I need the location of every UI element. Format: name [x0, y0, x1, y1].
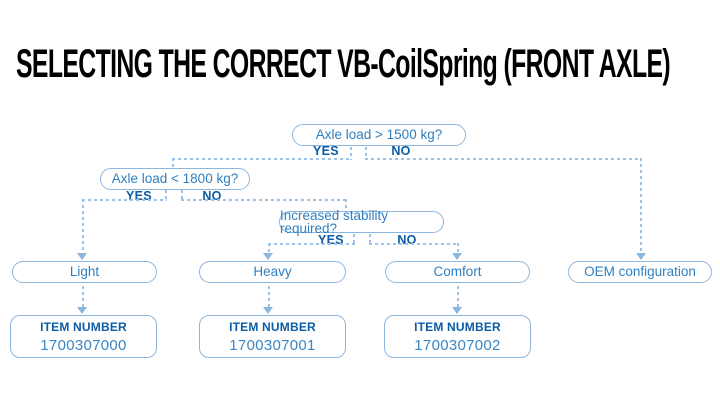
connector-d2-yes-horizontal: [82, 199, 167, 201]
connector-d2-yes-stub: [165, 190, 167, 201]
outcome-oem-configuration: OEM configuration: [568, 261, 712, 283]
connector-d2-no-horizontal: [181, 199, 346, 201]
item-number-box-heavy: ITEM NUMBER 1700307001: [199, 315, 346, 358]
item-number-value: 1700307002: [414, 336, 501, 354]
outcome-light: Light: [12, 261, 157, 283]
connector-d1-no-horizontal: [365, 158, 642, 160]
decision-axle-load-1800-text: Axle load < 1800 kg?: [111, 171, 239, 187]
connector-d1-yes-to-d2: [172, 158, 174, 168]
connector-d3-yes-vertical: [268, 243, 270, 253]
connector-d1-yes-stub: [350, 147, 352, 160]
connector-d2-no-to-d3: [345, 199, 347, 211]
connector-d2-yes-vertical: [82, 199, 84, 253]
arrow-down-icon: [452, 307, 462, 314]
outcome-comfort-label: Comfort: [433, 264, 482, 280]
decision-1-no-label: NO: [391, 144, 411, 158]
decision-1-yes-label: YES: [313, 144, 339, 158]
outcome-oem-configuration-label: OEM configuration: [584, 264, 696, 280]
connector-d3-no-vertical: [457, 243, 459, 253]
arrow-down-icon: [636, 253, 646, 260]
connector-d1-no-vertical: [640, 158, 642, 253]
connector-d1-no-stub: [365, 147, 367, 160]
connector-d3-no-horizontal: [369, 243, 458, 245]
decision-increased-stability: Increased stability required?: [279, 207, 444, 236]
page-title: SELECTING THE CORRECT VB-CoilSpring (FRO…: [16, 42, 671, 86]
connector-d3-yes-stub: [353, 234, 355, 244]
outcome-comfort: Comfort: [385, 261, 530, 283]
item-number-value: 1700307000: [40, 336, 127, 354]
decision-axle-load-1500-text: Axle load > 1500 kg?: [315, 127, 443, 143]
outcome-heavy-label: Heavy: [253, 264, 292, 280]
connector-d1-yes-horizontal: [172, 158, 352, 160]
connector-d2-no-stub: [181, 190, 183, 201]
decision-axle-load-1800: Axle load < 1800 kg?: [100, 168, 250, 190]
arrow-down-icon: [452, 253, 462, 260]
arrow-down-icon: [77, 307, 87, 314]
connector-light-to-item: [82, 286, 84, 307]
item-number-label: ITEM NUMBER: [229, 319, 316, 334]
item-number-label: ITEM NUMBER: [414, 319, 501, 334]
connector-d3-yes-horizontal: [268, 243, 355, 245]
item-number-box-light: ITEM NUMBER 1700307000: [10, 315, 157, 358]
arrow-down-icon: [77, 253, 87, 260]
item-number-box-comfort: ITEM NUMBER 1700307002: [384, 315, 531, 358]
arrow-down-icon: [263, 253, 273, 260]
item-number-label: ITEM NUMBER: [40, 319, 127, 334]
decision-increased-stability-text: Increased stability required?: [280, 207, 389, 236]
item-number-value: 1700307001: [229, 336, 316, 354]
connector-heavy-to-item: [268, 286, 270, 307]
outcome-heavy: Heavy: [199, 261, 346, 283]
connector-comfort-to-item: [457, 286, 459, 307]
decision-axle-load-1500: Axle load > 1500 kg?: [292, 124, 466, 146]
outcome-light-label: Light: [69, 264, 100, 280]
connector-d3-no-stub: [369, 234, 371, 244]
arrow-down-icon: [263, 307, 273, 314]
